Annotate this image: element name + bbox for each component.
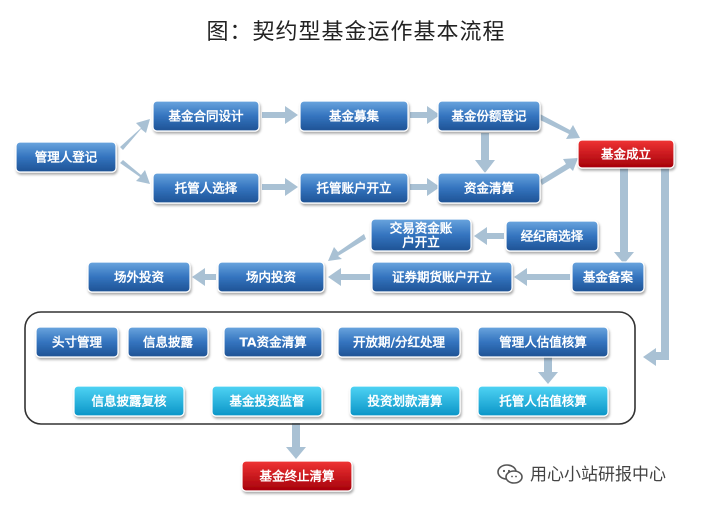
node-box xyxy=(477,326,609,358)
node-fund-termination: 基金终止清算 xyxy=(241,460,353,492)
node-fund-share-register: 基金份额登记 xyxy=(437,100,541,132)
arrow-valuation-to-custodian-valuation xyxy=(538,353,558,384)
node-box xyxy=(337,326,461,358)
arrow-trading-to-onexchange xyxy=(328,234,366,261)
node-label: 基金终止清算 xyxy=(258,469,335,484)
arrow-broker-to-trading xyxy=(474,227,504,245)
node-label: 经纪商选择 xyxy=(521,229,584,244)
node-label: 开放期/分红处理 xyxy=(353,335,446,350)
node-label: 基金投资监督 xyxy=(228,394,305,409)
node-box xyxy=(577,139,675,169)
node-box xyxy=(299,172,409,204)
node-box xyxy=(571,261,645,293)
node-box xyxy=(15,141,117,173)
node-custodian-valuation: 托管人估值核算 xyxy=(477,385,609,417)
node-manager-valuation: 管理人估值核算 xyxy=(477,326,609,358)
node-label: 场内投资 xyxy=(246,270,297,285)
page-title: 图：契约型基金运作基本流程 xyxy=(206,20,506,45)
arrow-establish-to-container xyxy=(643,166,669,366)
arrow-custodian-to-account xyxy=(262,178,298,196)
arrow-register-to-settlement xyxy=(475,133,495,173)
node-fund-raising: 基金募集 xyxy=(299,100,409,132)
arrow-register-to-establish xyxy=(538,114,580,139)
node-box xyxy=(299,100,409,132)
node-box xyxy=(217,261,325,293)
node-label: 投资划款清算 xyxy=(367,394,443,409)
node-label: 基金合同设计 xyxy=(167,109,244,124)
node-custodian-select: 托管人选择 xyxy=(152,172,260,204)
arrow-settlement-to-establish xyxy=(540,158,578,185)
node-label: 管理人估值核算 xyxy=(499,335,587,350)
wechat-icon xyxy=(497,464,523,484)
arrow-register-to-design xyxy=(120,119,150,150)
node-label: 户开立 xyxy=(402,235,440,250)
node-label: 基金份额登记 xyxy=(450,109,527,124)
node-fund-invest-supervision: 基金投资监督 xyxy=(211,385,323,417)
node-box xyxy=(211,385,323,417)
node-box xyxy=(477,385,609,417)
node-fund-filing: 基金备案 xyxy=(571,261,645,293)
node-label: 托管账户开立 xyxy=(316,181,392,196)
operation-container xyxy=(24,311,636,425)
watermark: 用心小站研报中心 xyxy=(496,460,666,485)
node-box xyxy=(371,261,513,293)
arrow-establish-to-filing xyxy=(614,167,634,264)
arrow-raising-to-register xyxy=(410,106,440,124)
node-label: 托管人估值核算 xyxy=(499,394,587,409)
node-label: 托管人选择 xyxy=(175,181,238,196)
node-box xyxy=(35,326,119,358)
node-manager-register: 管理人登记 xyxy=(15,141,117,173)
node-info-disclosure: 信息披露 xyxy=(127,326,209,358)
arrow-container-to-termination xyxy=(286,423,306,459)
node-broker-select: 经纪商选择 xyxy=(505,220,599,252)
node-ta-fund-settlement: TA资金清算 xyxy=(223,326,323,358)
node-label: 证券期货账户开立 xyxy=(392,270,493,285)
node-fund-settlement: 资金清算 xyxy=(437,172,541,204)
node-fund-contract-design: 基金合同设计 xyxy=(152,100,260,132)
node-securities-futures-account-open: 证券期货账户开立 xyxy=(371,261,513,293)
watermark-text: 用心小站研报中心 xyxy=(530,465,666,485)
node-box xyxy=(223,326,323,358)
node-position-management: 头寸管理 xyxy=(35,326,119,358)
arrows xyxy=(120,106,669,459)
node-box xyxy=(73,385,185,417)
node-custody-account-open: 托管账户开立 xyxy=(299,172,409,204)
node-onexchange-invest: 场内投资 xyxy=(217,261,325,293)
arrow-register-to-custodian xyxy=(120,160,150,184)
node-label: 信息披露复核 xyxy=(91,394,167,409)
node-label: 场外投资 xyxy=(114,270,165,285)
node-label: 头寸管理 xyxy=(52,335,103,350)
arrow-filing-to-securities xyxy=(514,268,570,286)
node-box xyxy=(349,385,461,417)
node-investment-transfer-settlement: 投资划款清算 xyxy=(349,385,461,417)
node-box xyxy=(127,326,209,358)
node-label: 交易资金账 xyxy=(390,221,453,236)
node-label: 基金成立 xyxy=(600,147,652,162)
node-box xyxy=(152,100,260,132)
node-box xyxy=(437,172,541,204)
node-box xyxy=(505,220,599,252)
node-box xyxy=(370,218,472,252)
arrow-account-to-settlement xyxy=(410,178,440,196)
node-label: 基金备案 xyxy=(582,270,634,285)
node-box xyxy=(87,261,191,293)
node-box xyxy=(241,460,353,492)
arrow-design-to-raising xyxy=(262,106,298,124)
node-info-disclosure-review: 信息披露复核 xyxy=(73,385,185,417)
node-label: 管理人登记 xyxy=(35,150,98,165)
node-open-day-dividend: 开放期/分红处理 xyxy=(337,326,461,358)
arrow-onexchange-to-offexchange xyxy=(192,268,216,286)
node-label: TA资金清算 xyxy=(239,335,307,350)
node-offexchange-invest: 场外投资 xyxy=(87,261,191,293)
node-box xyxy=(437,100,541,132)
node-label: 资金清算 xyxy=(464,181,515,196)
node-fund-establish: 基金成立 xyxy=(577,139,675,169)
node-label: 基金募集 xyxy=(328,109,380,124)
node-box xyxy=(152,172,260,204)
node-label: 信息披露 xyxy=(143,335,194,350)
arrow-securities-to-onexchange xyxy=(328,268,370,286)
